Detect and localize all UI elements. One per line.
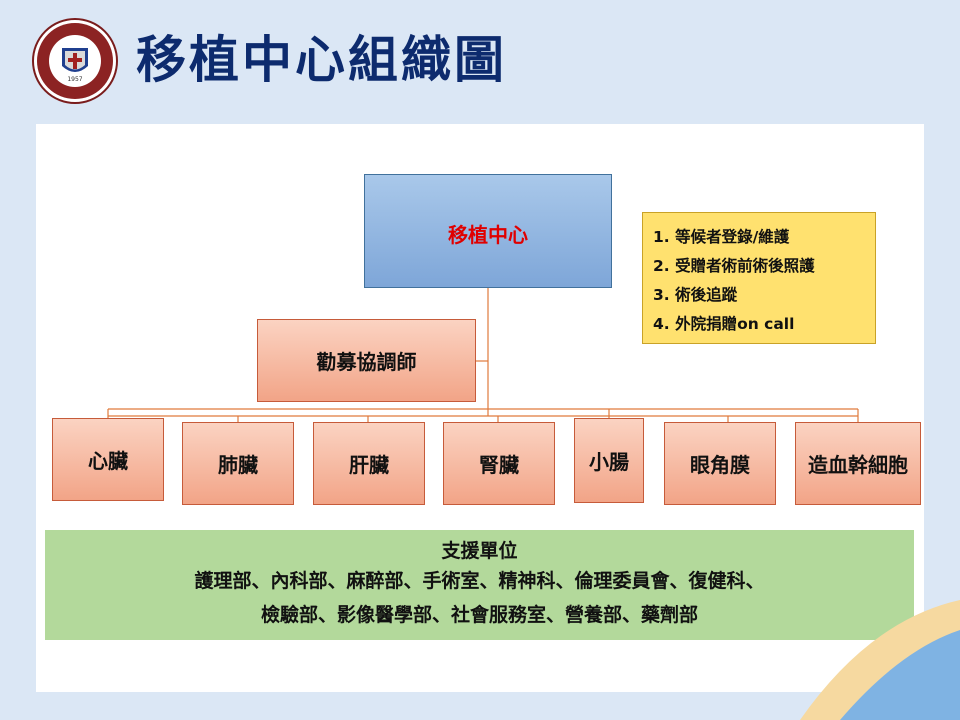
support-units-title: 支援單位 <box>441 540 518 562</box>
decorative-corner-waves <box>800 600 960 720</box>
page-title: 移植中心組織圖 <box>136 31 507 89</box>
university-seal-logo: 1957 <box>32 18 118 104</box>
organ-node-cornea: 眼角膜 <box>664 422 776 505</box>
support-units-line: 檢驗部、影像醫學部、社會服務室、營養部、藥劑部 <box>260 604 698 626</box>
duty-item: 2. 受贈者術前術後照護 <box>653 257 815 275</box>
organ-node-small-intestine: 小腸 <box>574 418 644 503</box>
organ-node-lung: 肺臟 <box>182 422 294 505</box>
organ-node-heart: 心臟 <box>52 418 164 501</box>
organ-node-stem-cell: 造血幹細胞 <box>795 422 921 505</box>
logo-year: 1957 <box>67 76 82 83</box>
organ-node-kidney: 腎臟 <box>443 422 555 505</box>
transplant-center-node: 移植中心 <box>364 174 612 288</box>
duties-box: 1. 等候者登錄/維護 2. 受贈者術前術後照護 3. 術後追蹤 4. 外院捐贈… <box>642 212 876 344</box>
coordinator-node: 勸募協調師 <box>257 319 476 402</box>
organ-node-liver: 肝臟 <box>313 422 425 505</box>
duty-item: 3. 術後追蹤 <box>653 286 738 304</box>
duty-item: 4. 外院捐贈on call <box>653 315 795 333</box>
duty-item: 1. 等候者登錄/維護 <box>653 228 790 246</box>
support-units-box: 支援單位 護理部、內科部、麻醉部、手術室、精神科、倫理委員會、復健科、 檢驗部、… <box>45 530 914 640</box>
support-units-line: 護理部、內科部、麻醉部、手術室、精神科、倫理委員會、復健科、 <box>194 570 765 592</box>
